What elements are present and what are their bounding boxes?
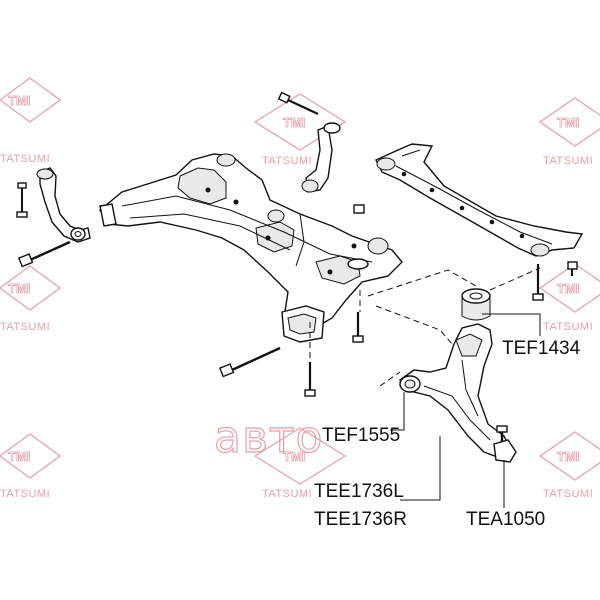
bolt-diagonal-left <box>17 240 71 268</box>
watermark-tmi-right-mid: TMI TATSUMI <box>538 263 600 333</box>
bushing-tef1434 <box>461 288 491 321</box>
watermark-tatsumi-text: TATSUMI <box>0 488 50 500</box>
watermark-tmi-text: TMI <box>8 93 30 108</box>
stabilizer-link-left <box>36 167 91 243</box>
bolt-vertical-right <box>352 312 364 343</box>
label-tef1555: TEF1555 <box>322 425 400 446</box>
watermark-tmi-center-top: TMI TATSUMI <box>253 93 347 167</box>
ball-joint-tea1050 <box>493 425 517 463</box>
watermark-tatsumi-text: TATSUMI <box>0 153 50 165</box>
watermark-tmi-text: TMI <box>557 281 579 296</box>
nut-top-right <box>353 204 365 214</box>
label-tea1050: TEA1050 <box>466 509 545 530</box>
mount-puck <box>347 258 369 270</box>
watermark-tmi-left-mid: TMI TATSUMI <box>0 265 62 333</box>
watermark-tatsumi-text: TATSUMI <box>262 155 312 167</box>
watermark-tmi-center-bottom: TMI TATSUMI <box>253 427 347 500</box>
leader-tef1555 <box>390 392 405 431</box>
watermark-tmi-right-top: TMI TATSUMI <box>538 97 600 167</box>
watermark-layer: TMI TATSUMI TMI TATSUMI TMI TATSUMI TMI … <box>0 77 600 500</box>
tie-bar <box>375 143 584 257</box>
watermark-tmi-text: TMI <box>8 449 30 464</box>
bolt-vertical-center <box>304 362 316 397</box>
mount-puck <box>267 209 285 223</box>
label-tef1434: TEF1434 <box>502 338 581 359</box>
watermark-tmi-text: TMI <box>283 449 305 464</box>
bolt-long-diagonal <box>218 346 281 378</box>
bolt-tie-bar-right <box>567 261 578 276</box>
watermark-center-text: авто <box>214 412 323 463</box>
label-tee1736l: TEE1736L <box>314 481 404 502</box>
bolt-top <box>277 91 319 115</box>
leader-tee1736 <box>400 436 441 501</box>
watermark-tmi-text: TMI <box>557 449 579 464</box>
watermark-tatsumi-text: TATSUMI <box>543 488 593 500</box>
watermark-tmi-left-bottom: TMI TATSUMI <box>0 433 62 500</box>
mount-puck <box>367 237 389 255</box>
watermark-tatsumi-text: TATSUMI <box>543 321 593 333</box>
watermark-tmi-right-bottom: TMI TATSUMI <box>538 431 600 500</box>
watermark-tmi-text: TMI <box>283 115 305 130</box>
stabilizer-link-top <box>301 122 341 193</box>
leader-lines <box>390 313 541 508</box>
watermark-tmi-text: TMI <box>557 115 579 130</box>
leader-tef1434 <box>482 313 541 336</box>
bolt-vertical-left <box>16 182 28 218</box>
mount-puck <box>216 153 236 167</box>
watermark-tmi-text: TMI <box>8 281 30 296</box>
subframe <box>99 153 403 343</box>
watermark-tatsumi-text: TATSUMI <box>543 155 593 167</box>
watermark-tmi-left-top: TMI TATSUMI <box>0 77 62 165</box>
watermark-tatsumi-text: TATSUMI <box>262 488 312 500</box>
label-tee1736r: TEE1736R <box>314 509 407 530</box>
alignment-lines <box>309 267 541 387</box>
control-arm <box>398 323 511 459</box>
watermark-tatsumi-text: TATSUMI <box>0 321 50 333</box>
